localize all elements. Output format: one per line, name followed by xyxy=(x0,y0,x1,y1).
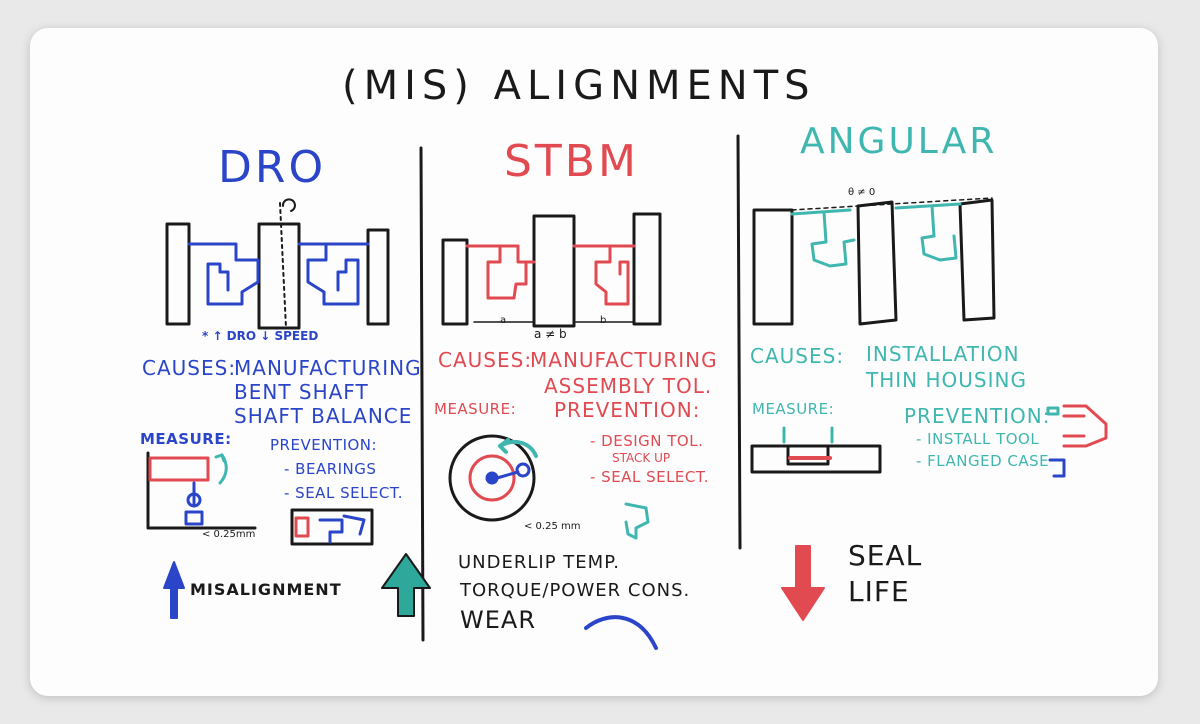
angular-angle-note: θ ≠ 0 xyxy=(848,187,876,198)
stbm-heading: STBM xyxy=(504,136,639,187)
stbm-measure-label: MEASURE: xyxy=(434,400,517,418)
stbm-prevention-sketch xyxy=(624,502,650,540)
dro-causes-label: CAUSES: xyxy=(142,356,237,380)
whiteboard-drawings xyxy=(146,134,1108,650)
dro-legend: * ↑ DRO ↓ SPEED xyxy=(202,329,319,343)
stbm-dim-b: b xyxy=(600,315,607,326)
seal-life-line-1: SEAL xyxy=(848,539,923,572)
dro-cause-1: MANUFACTURING xyxy=(234,356,422,380)
stbm-formula: a ≠ b xyxy=(534,327,567,341)
stbm-cause-2: ASSEMBLY TOL. xyxy=(544,374,713,398)
angular-cause-2: THIN HOUSING xyxy=(866,368,1027,392)
angular-prevention-sketch xyxy=(1046,404,1108,478)
dro-cause-2: BENT SHAFT xyxy=(234,380,369,404)
divider-left xyxy=(419,146,425,642)
dro-prevention-label: PREVENTION: xyxy=(270,436,378,454)
angular-prevention-2: - FLANGED CASE xyxy=(916,452,1050,470)
page-title: (MIS) ALIGNMENTS xyxy=(342,63,816,109)
stbm-tolerance: < 0.25 mm xyxy=(524,521,581,532)
stbm-prevention-3: - SEAL SELECT. xyxy=(590,468,710,486)
seal-life-line-2: LIFE xyxy=(848,575,910,608)
increase-item-1: UNDERLIP TEMP. xyxy=(458,552,620,573)
misalignment-label: MISALIGNMENT xyxy=(190,580,342,599)
dro-prevention-1: - BEARINGS xyxy=(284,460,377,478)
misalignment-up-arrow xyxy=(163,561,185,619)
stbm-causes-label: CAUSES: xyxy=(438,348,533,372)
angular-measure-sketch xyxy=(750,426,882,474)
stbm-prevention-label: PREVENTION: xyxy=(554,398,701,422)
angular-heading: ANGULAR xyxy=(800,121,998,162)
stbm-dim-a: a xyxy=(500,315,507,326)
dro-tolerance: < 0.25mm xyxy=(202,529,256,540)
dro-measure-label: MEASURE: xyxy=(140,430,232,448)
dro-prevention-2: - SEAL SELECT. xyxy=(284,484,404,502)
increase-item-3: WEAR xyxy=(460,606,536,634)
divider-right xyxy=(736,134,742,550)
seal-life-down-arrow xyxy=(781,545,825,621)
angular-prevention-label: PREVENTION: xyxy=(904,404,1051,428)
stbm-cause-1: MANUFACTURING xyxy=(530,348,718,372)
increase-up-arrow xyxy=(381,553,431,617)
dro-cause-3: SHAFT BALANCE xyxy=(234,404,413,428)
stbm-prevention-2: STACK UP xyxy=(612,451,671,465)
stbm-seal-diagram xyxy=(441,212,662,328)
angular-causes-label: CAUSES: xyxy=(750,344,845,368)
dro-prevention-sketch xyxy=(290,508,374,546)
dro-heading: DRO xyxy=(218,142,327,193)
angular-seal-diagram xyxy=(752,197,996,326)
whiteboard: (MIS) ALIGNMENTS DRO * ↑ DRO ↓ SPEED CAU… xyxy=(30,28,1158,696)
dro-seal-diagram xyxy=(165,198,390,330)
angular-measure-label: MEASURE: xyxy=(752,400,835,418)
angular-prevention-1: - INSTALL TOOL xyxy=(916,430,1040,448)
stbm-prevention-1: - DESIGN TOL. xyxy=(590,432,704,450)
angular-cause-1: INSTALLATION xyxy=(866,342,1020,366)
increase-item-2: TORQUE/POWER CONS. xyxy=(460,580,691,601)
wear-curve xyxy=(584,615,658,650)
stbm-measure-sketch xyxy=(448,434,538,522)
dro-measure-sketch xyxy=(146,451,257,530)
